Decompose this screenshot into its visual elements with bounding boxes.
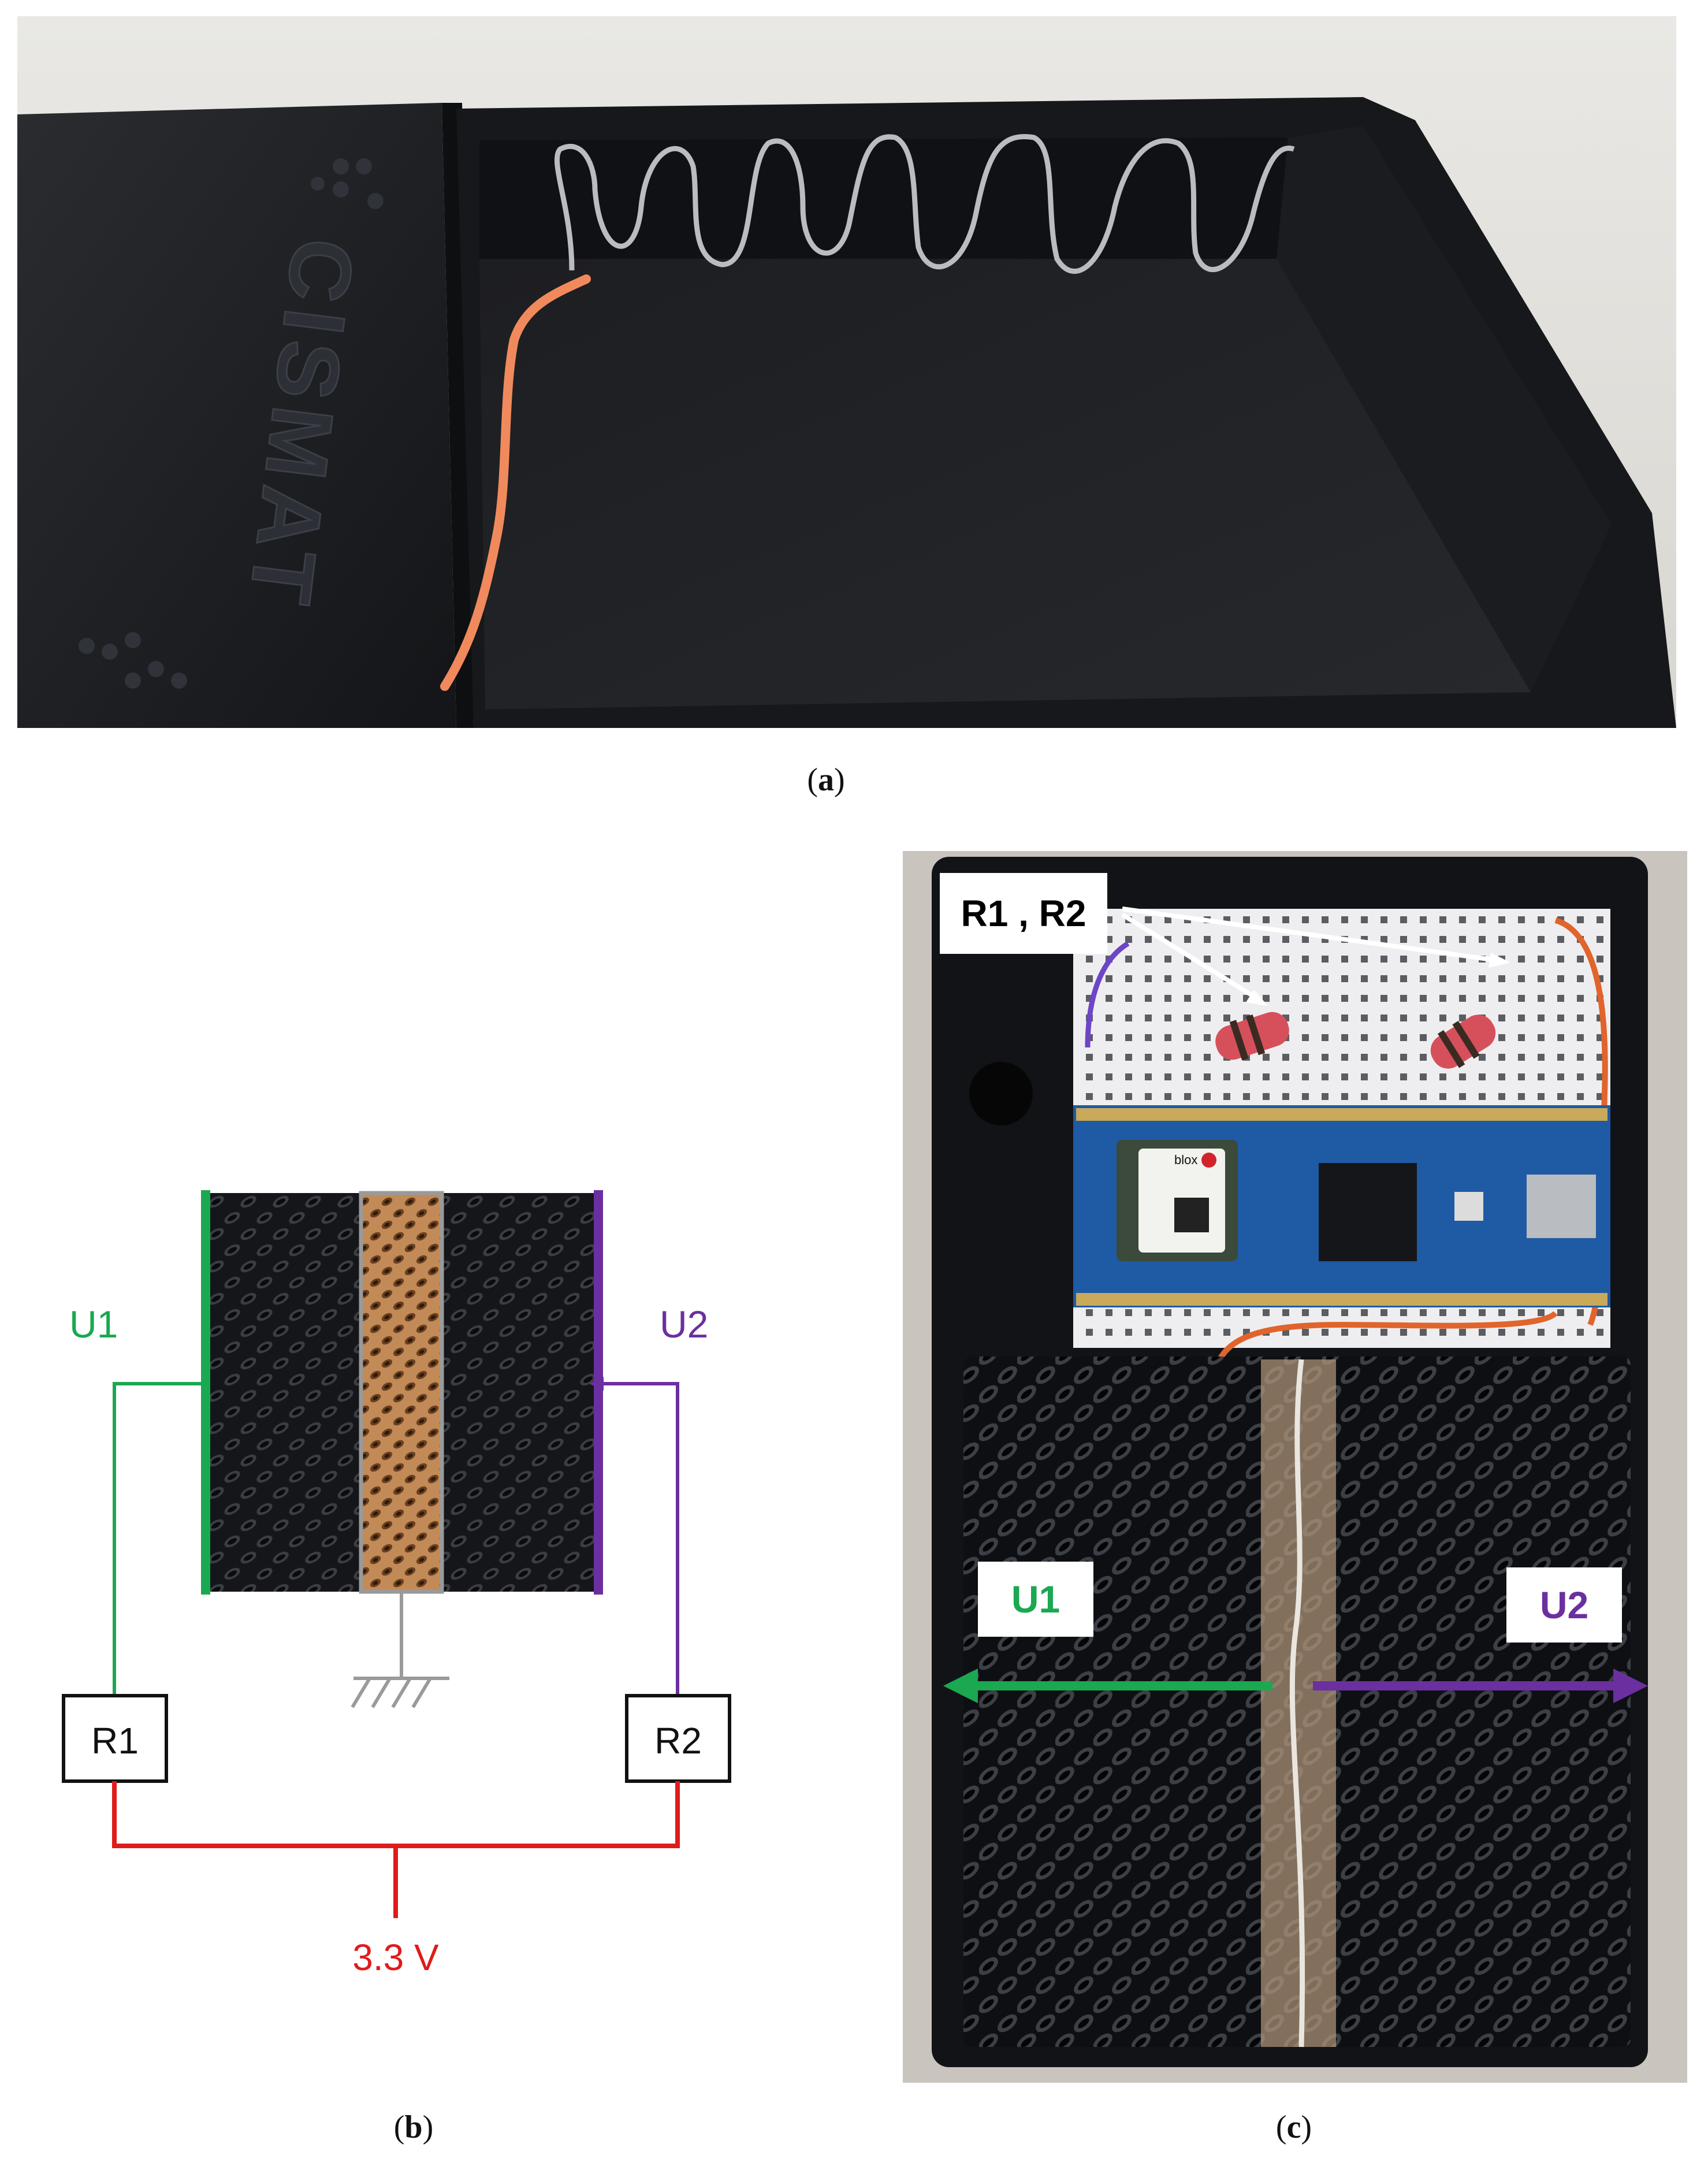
electrode-u1 [201,1190,210,1595]
wire-u2 [601,1382,679,1696]
wire-u1 [113,1382,202,1696]
label-u1-text: U1 [1011,1578,1060,1621]
qr-code [1174,1198,1209,1232]
arrow-u2-head [1613,1669,1648,1703]
tray-floor [479,259,1531,709]
braille-dots [79,158,384,689]
caption-a: (a) [807,762,845,798]
panel-a-photo: CISMAT [17,16,1676,728]
caption-b: (b) [393,2109,434,2145]
reset-button [1454,1192,1483,1221]
callout-line-r2 [1122,906,1501,963]
orange-wire-bottom [1212,1311,1558,1383]
caption-c: (c) [1275,2109,1312,2145]
label-u2-text: U2 [1539,1584,1589,1626]
usb-port [1527,1175,1596,1238]
circuit-diagram: U1 U2 R1 R2 3.3 V [62,1190,731,1978]
serpentine-wire [554,134,1295,274]
callout-line-r1 [1121,912,1262,1002]
label-u1-box: U1 [978,1562,1093,1637]
label-resistors: R1 , R2 [940,873,1107,954]
resistor-r1 [62,1694,168,1783]
ground-wire [1289,1359,1305,2048]
label-voltage: 3.3 V [352,1937,439,1978]
lid-block [17,103,456,728]
label-u2: U2 [660,1303,708,1346]
arrow-u1-head [943,1669,978,1703]
ground-icon [351,1677,449,1708]
label-r1: R1 [91,1720,139,1762]
ground-strip [361,1193,442,1592]
label-u1: U1 [69,1303,118,1346]
chip-text: blox [1174,1153,1197,1167]
panel-b-diagram: U1 U2 R1 R2 3.3 V [46,1161,774,2063]
label-u2-box: U2 [1506,1567,1622,1643]
microcontroller-chip [1319,1163,1417,1261]
panel-c-illustration: blox [903,851,1687,2083]
label-r2: R2 [654,1720,702,1762]
purple-wire [1085,941,1130,1048]
resistor-right [1430,1015,1496,1069]
header-pins [1076,1108,1607,1306]
panel-a-illustration: CISMAT [17,16,1676,728]
lead-wire [440,274,591,691]
supply-wire [112,1781,680,1848]
electrode-u2 [594,1190,603,1595]
side-hole [969,1062,1033,1125]
brand-dot [1201,1153,1216,1168]
resistor-left [1215,1012,1289,1061]
panel-c-photo: blox R1 , R2 U1 U2 [903,851,1687,2083]
label-resistors-text: R1 , R2 [961,893,1086,934]
